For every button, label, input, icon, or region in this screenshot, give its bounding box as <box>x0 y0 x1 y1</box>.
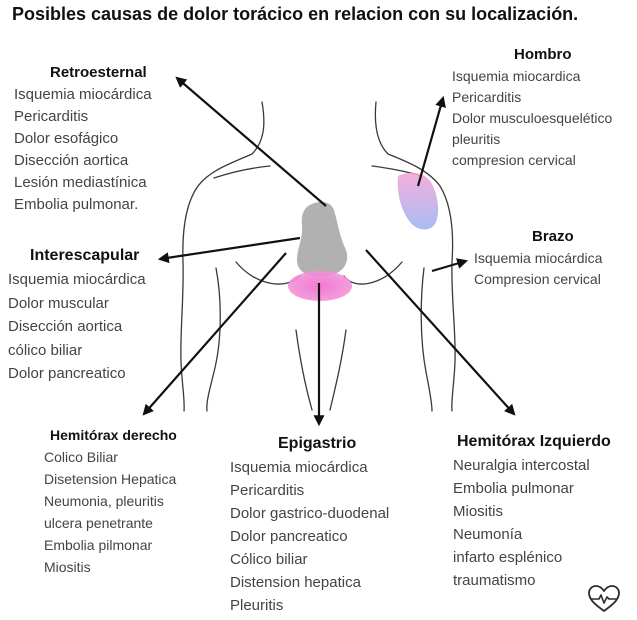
group-item: cólico biliar <box>8 341 83 359</box>
arrow-interescapular <box>157 236 301 264</box>
page-title: Posibles causas de dolor torácico en rel… <box>12 4 579 24</box>
group-brazo: Brazo Isquemia miocárdica Compresion cer… <box>474 226 602 290</box>
group-heading: Brazo <box>532 228 574 245</box>
group-item: Isquemia miocárdica <box>8 271 146 288</box>
neck-left-line <box>180 101 265 412</box>
group-item: Pleuritis <box>230 597 284 614</box>
group-heading: Hemitórax derecho <box>50 427 177 443</box>
group-item: traumatismo <box>453 572 536 589</box>
group-item: Lesión mediastínica <box>14 174 147 191</box>
group-item: Disetension Hepatica <box>44 471 177 487</box>
group-heading: Epigastrio <box>278 435 357 452</box>
group-heading: Interescapular <box>30 247 140 264</box>
group-item: Disección aortica <box>8 318 123 335</box>
group-item: ulcera penetrante <box>44 515 153 531</box>
group-item: Neuralgia intercostal <box>453 457 590 474</box>
neck-right-line <box>374 101 456 412</box>
arrow-brazo <box>431 258 469 273</box>
group-item: Embolia pulmonar. <box>14 196 139 213</box>
arrow-retroesternal <box>175 76 327 207</box>
hombro-zone <box>397 172 439 230</box>
group-item: Disección aortica <box>14 152 129 169</box>
group-item: Isquemia miocárdica <box>474 250 603 266</box>
group-item: infarto esplénico <box>453 549 563 566</box>
group-item: compresion cervical <box>452 152 576 168</box>
group-item: pleuritis <box>452 131 501 147</box>
group-heading: Retroesternal <box>50 64 147 81</box>
group-item: Pericarditis <box>452 89 522 105</box>
group-item: Dolor muscular <box>8 294 109 312</box>
group-item: Dolor gastrico-duodenal <box>230 505 390 522</box>
arrow-hemitorax-derecho <box>142 252 287 416</box>
group-item: Isquemia miocárdica <box>230 459 368 476</box>
arrow-hombro <box>416 95 446 187</box>
group-item: Dolor musculoesquelético <box>452 110 613 126</box>
group-heading: Hemitórax Izquierdo <box>457 433 611 450</box>
group-hemitorax-izquierdo: Hemitórax Izquierdo Neuralgia intercosta… <box>453 430 611 592</box>
abdomen-line-right <box>329 329 347 411</box>
retroesternal-zone <box>296 201 348 277</box>
left-armpit-line <box>206 267 221 412</box>
right-armpit-line <box>420 267 433 412</box>
abdomen-line <box>295 329 313 411</box>
group-hemitorax-derecho: Hemitórax derecho Colico Biliar Disetens… <box>44 424 177 578</box>
group-item: Dolor esofágico <box>14 130 119 147</box>
group-item: Miositis <box>453 503 504 520</box>
group-item: Embolia pulmonar <box>453 480 574 497</box>
arrow-hemitorax-izquierdo <box>365 249 516 416</box>
group-item: Miositis <box>44 559 91 575</box>
group-heading: Hombro <box>514 46 572 63</box>
group-item: Compresion cervical <box>474 271 601 287</box>
group-item: Pericarditis <box>14 108 89 125</box>
group-interescapular: Interescapular Isquemia miocárdica Dolor… <box>8 244 146 386</box>
group-retroesternal: Retroesternal Isquemia miocárdica Perica… <box>14 62 152 216</box>
group-item: Neumonía <box>453 526 523 543</box>
arrows <box>142 76 516 427</box>
group-item: Colico Biliar <box>44 449 118 465</box>
group-item: Isquemia miocárdica <box>14 86 152 103</box>
heart-pulse-icon <box>588 585 620 612</box>
group-item: Embolia pilmonar <box>44 537 153 553</box>
group-item: Dolor pancreatico <box>8 365 126 382</box>
group-item: Neumonia, pleuritis <box>44 493 164 509</box>
left-clavicle-line <box>213 165 271 179</box>
group-item: Dolor pancreatico <box>230 528 348 545</box>
group-item: Cólico biliar <box>230 551 308 568</box>
group-item: Pericarditis <box>230 482 305 499</box>
group-item: Distension hepatica <box>230 574 361 591</box>
group-epigastrio: Epigastrio Isquemia miocárdica Pericardi… <box>230 432 389 617</box>
group-hombro: Hombro Isquemia miocardica Pericarditis … <box>452 44 612 171</box>
group-item: Isquemia miocardica <box>452 68 581 84</box>
